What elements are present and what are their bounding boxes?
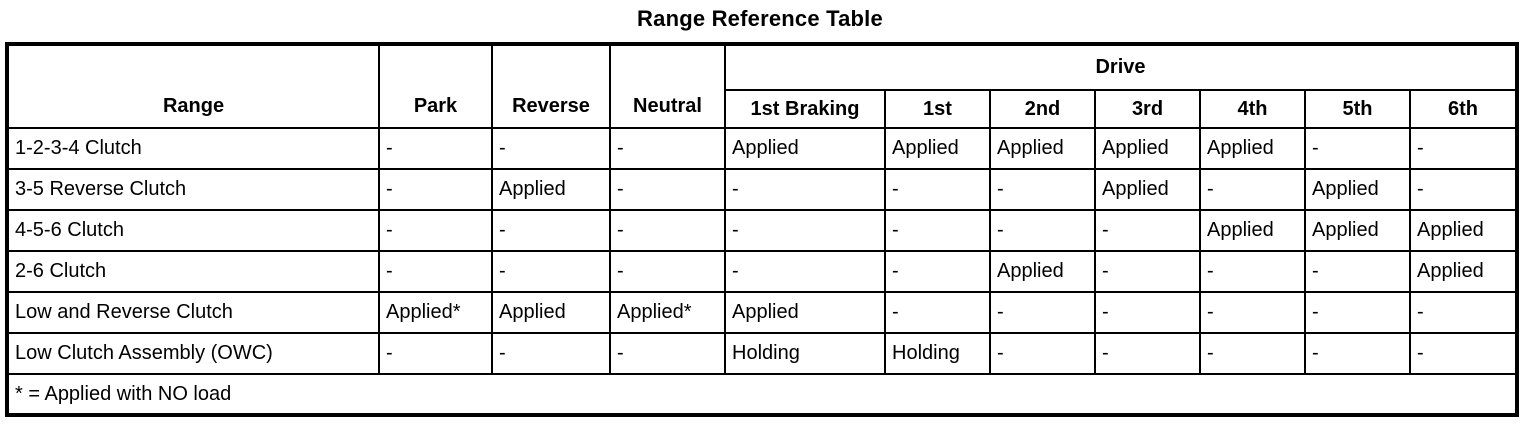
table-cell: Applied [724,127,886,170]
row-label: 2-6 Clutch [6,250,380,293]
row-label: 3-5 Reverse Clutch [6,168,380,211]
table-row: 2-6 Clutch-----Applied---Applied [6,250,1519,293]
table-cell: - [1304,332,1411,375]
row-label: Low Clutch Assembly (OWC) [6,332,380,375]
table-cell: - [609,168,726,211]
table-cell: - [378,332,493,375]
table-cell: - [1094,332,1201,375]
table-cell: Applied* [378,291,493,334]
column-header-5th: 5th [1304,89,1411,129]
column-header-drive: Drive [723,43,1519,91]
table-cell: Applied [1094,168,1201,211]
column-header-range: Range [6,43,380,129]
column-header-3rd: 3rd [1094,89,1201,129]
table-cell: - [1199,168,1306,211]
column-header-1st-braking: 1st Braking [724,89,886,129]
table-cell: - [378,209,493,252]
table-cell: - [989,291,1096,334]
column-header-reverse: Reverse [491,43,611,129]
table-cell: - [1304,250,1411,293]
table-row: 3-5 Reverse Clutch-Applied----Applied-Ap… [6,168,1519,211]
table-cell: - [884,291,991,334]
column-header-neutral: Neutral [609,43,726,129]
table-cell: Applied [491,291,611,334]
table-footer: * = Applied with NO load [5,373,1519,416]
table-cell: - [724,250,886,293]
table-cell: - [378,127,493,170]
column-header-1st: 1st [884,89,991,129]
table-cell: - [609,332,726,375]
table-cell: - [884,250,991,293]
page-title: Range Reference Table [637,6,883,31]
row-label: 4-5-6 Clutch [6,209,380,252]
column-header-6th: 6th [1408,89,1519,129]
table-cell: - [724,168,886,211]
table-cell: - [724,209,886,252]
table-cell: - [989,209,1096,252]
table-cell: - [1094,250,1201,293]
table-cell: - [1304,291,1411,334]
table-cell: - [989,332,1096,375]
table-cell: Applied* [609,291,726,334]
table-cell: - [1094,291,1201,334]
table-cell: Holding [884,332,991,375]
table-cell: - [609,209,726,252]
table-cell: - [884,168,991,211]
table-cell: Holding [724,332,886,375]
table-cell: Applied [1094,127,1201,170]
table-cell: - [491,127,611,170]
table-cell: Applied [989,250,1096,293]
table-cell: Applied [1408,250,1519,293]
column-header-2nd: 2nd [989,89,1096,129]
table-cell: Applied [1408,209,1519,252]
table-cell: - [491,250,611,293]
table-cell: Applied [724,291,886,334]
table-cell: - [1304,127,1411,170]
table-cell: - [1408,127,1519,170]
table-cell: - [1199,250,1306,293]
table-cell: - [1094,209,1201,252]
table-cell: - [1408,291,1519,334]
table-cell: Applied [1199,127,1306,170]
row-label: Low and Reverse Clutch [6,291,380,334]
table-cell: - [884,209,991,252]
table-cell: - [491,332,611,375]
table-cell: - [989,168,1096,211]
table-cell: Applied [1304,209,1411,252]
table-cell: - [378,168,493,211]
table-cell: Applied [989,127,1096,170]
table-cell: Applied [1304,168,1411,211]
table-cell: Applied [884,127,991,170]
table-cell: - [491,209,611,252]
row-label: 1-2-3-4 Clutch [6,127,380,170]
footnote: * = Applied with NO load [5,373,1519,416]
footnote-row: * = Applied with NO load [5,373,1519,416]
table-cell: - [1199,291,1306,334]
table-cell: - [1199,332,1306,375]
column-header-park: Park [378,43,493,129]
table-cell: - [1408,332,1519,375]
table-cell: - [378,250,493,293]
table-cell: - [1408,168,1519,211]
table-cell: - [609,250,726,293]
table-cell: Applied [491,168,611,211]
table-cell: - [609,127,726,170]
column-header-4th: 4th [1199,89,1306,129]
table-cell: Applied [1199,209,1306,252]
